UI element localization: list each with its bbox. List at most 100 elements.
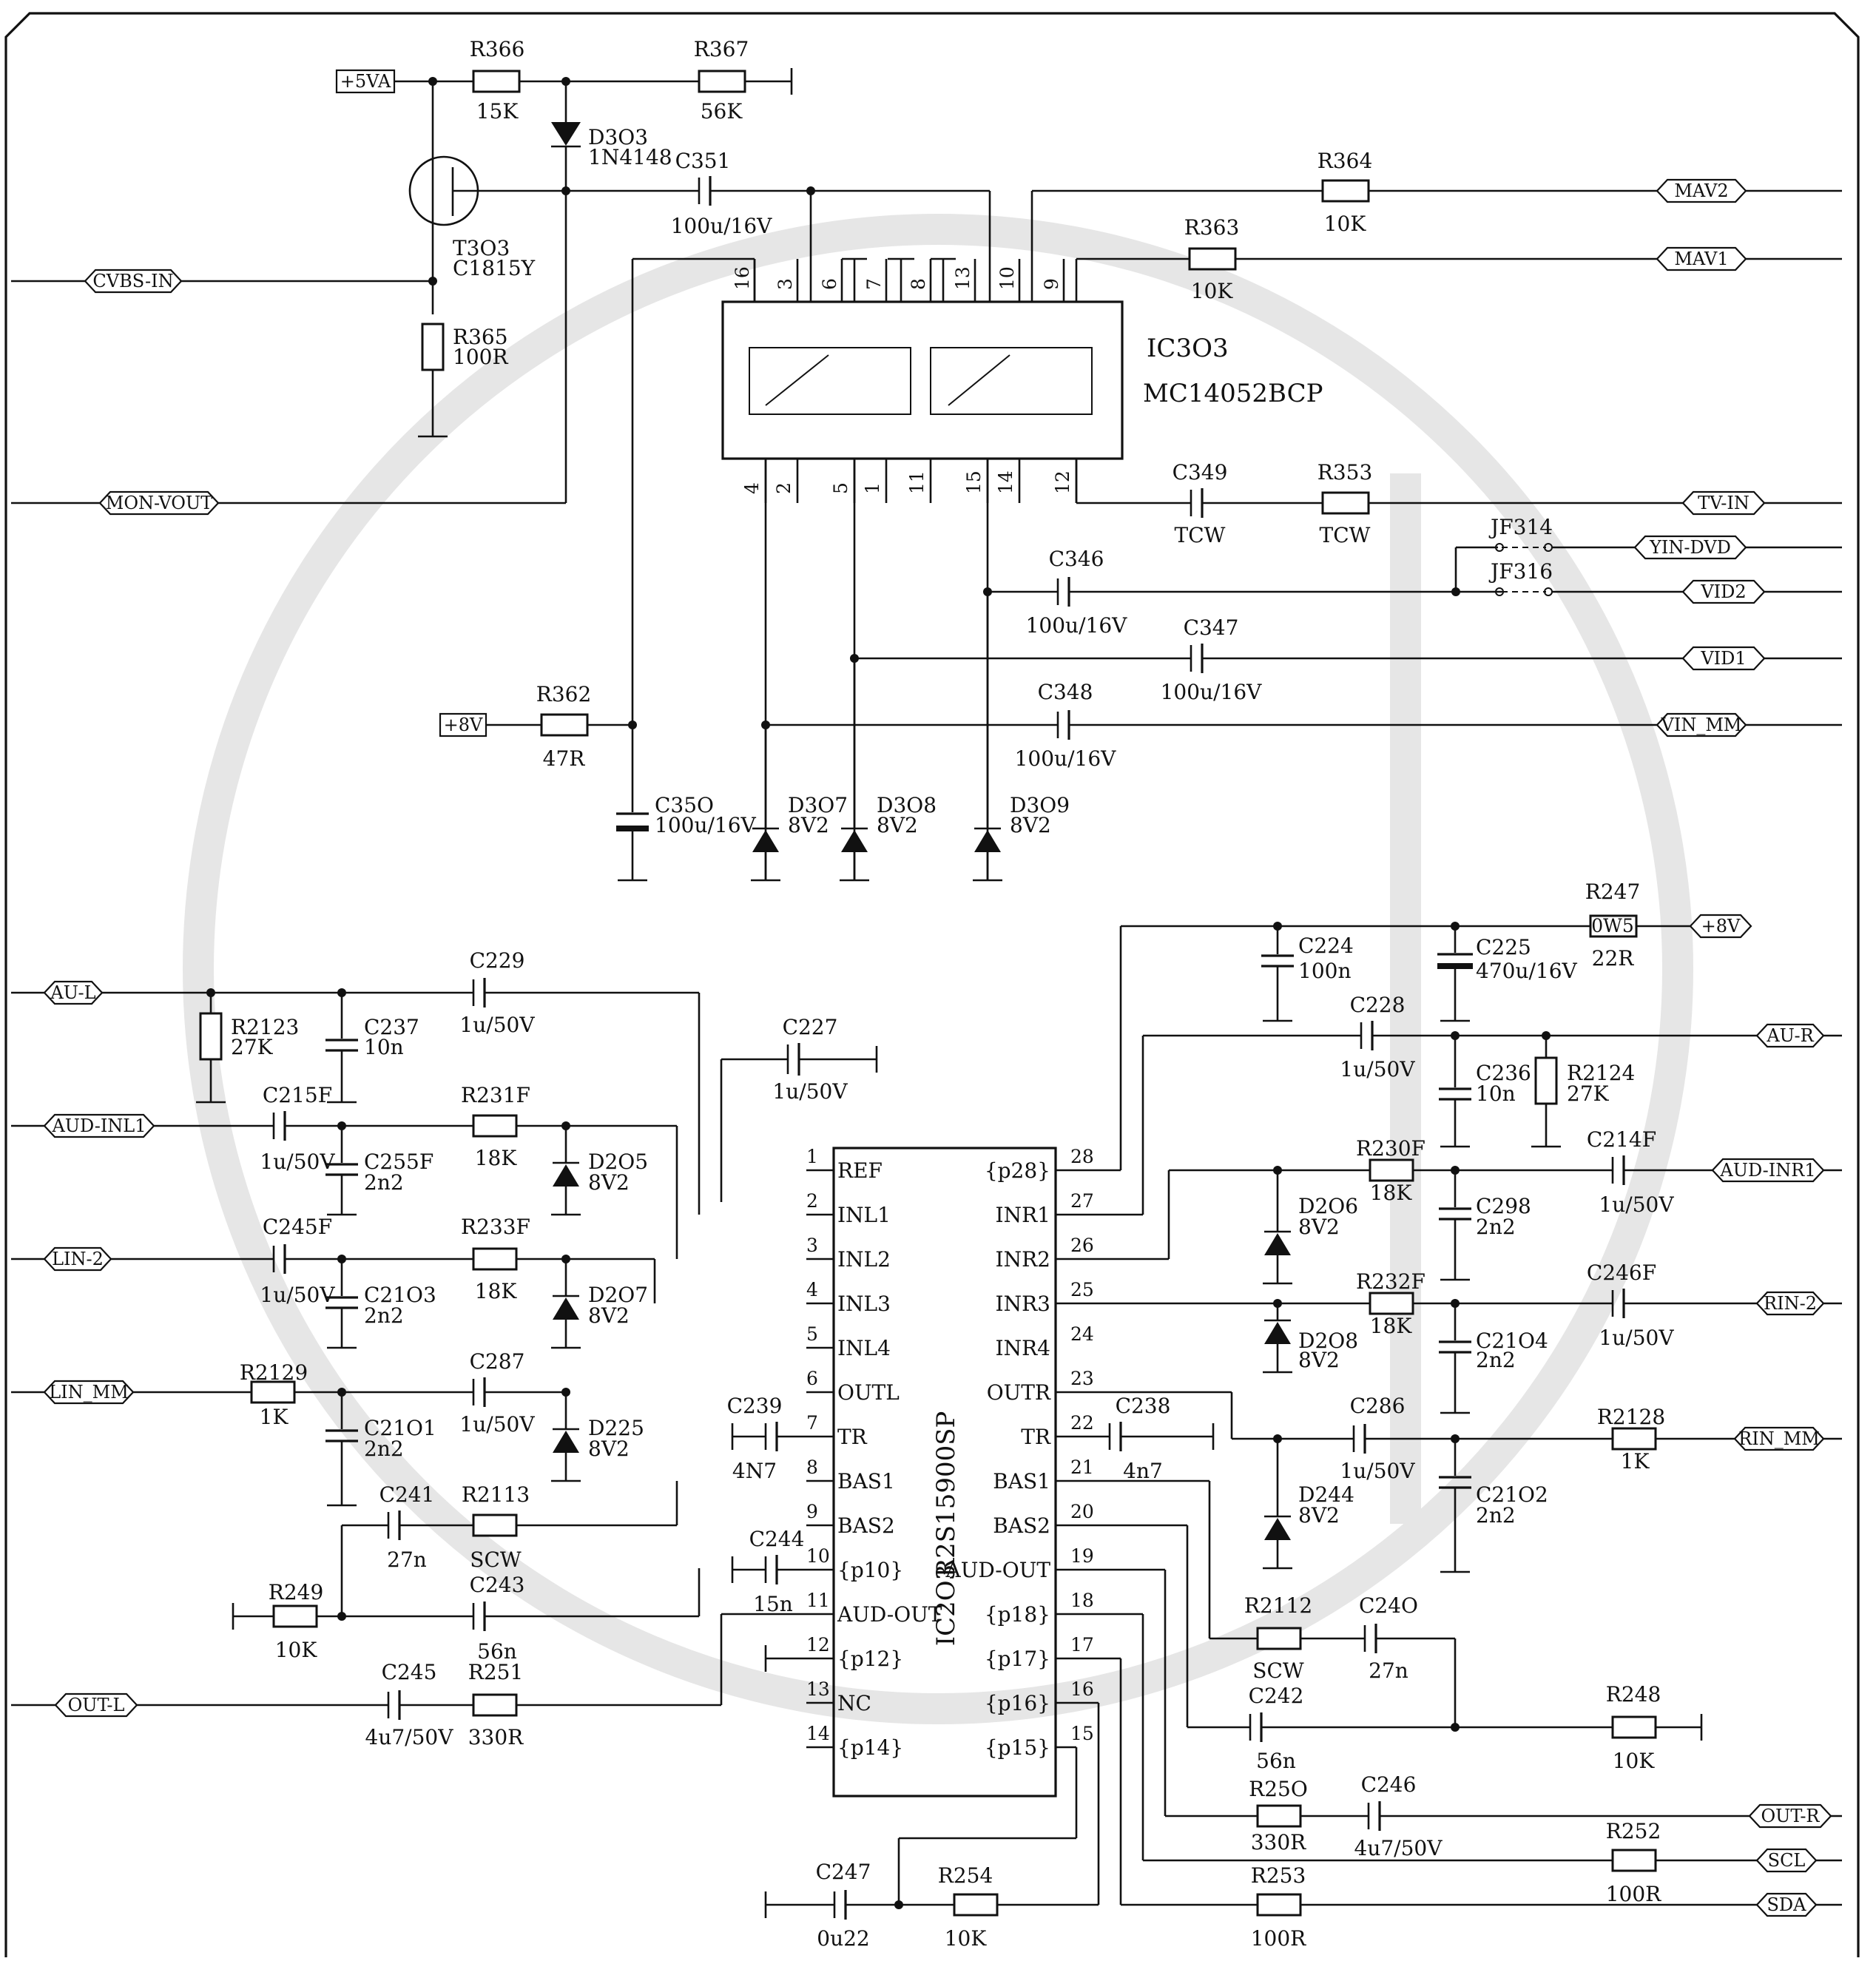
port-p5va-label: +5VA [340,71,391,92]
r230f-value: 18K [1370,1181,1413,1205]
ic303-reference: IC3O3 [1147,334,1229,363]
ic303-bottom-pin-number: 11 [906,470,928,494]
c2101-value: 2n2 [364,1437,404,1461]
c239-reference: C239 [727,1394,783,1418]
r2128-reference: R2128 [1597,1405,1665,1429]
ic203-left-pin-number: 7 [806,1412,818,1434]
r367-reference: R367 [694,37,749,61]
port-sda-label: SDA [1767,1894,1806,1915]
r363-value: 10K [1191,279,1234,303]
ic203-right-pin-name: OUTR [987,1380,1051,1405]
r364-value: 10K [1324,212,1367,236]
r2129-value: 1K [260,1405,289,1429]
port-flags: +5VACVBS-INMON-VOUT+8VMAV2MAV1TV-INYIN-D… [43,69,1832,1917]
ic303-part-number: MC14052BCP [1143,379,1323,408]
audio-inputs-left [11,978,721,1720]
c225-reference: C225 [1476,935,1531,959]
c237-value: 10n [364,1035,404,1059]
c287-reference: C287 [470,1349,525,1374]
ic203-left-pin-number: 14 [806,1723,830,1744]
r231f-body [472,1114,518,1138]
ic203-right-pin-number: 17 [1070,1634,1094,1655]
r231f-reference: R231F [461,1083,530,1107]
port-p8v-a-flag [439,712,487,738]
r254-body [953,1893,999,1917]
ic203-right-pin-number: 19 [1070,1545,1094,1567]
d244-value: 8V2 [1298,1503,1340,1528]
ic203-right-pin-name: AUD-OUT [945,1558,1051,1582]
r362-reference: R362 [536,682,592,706]
d307-reference: D3O7 [788,793,848,817]
watermark [183,214,1693,1724]
ic303-top-pin-number: 7 [863,278,885,290]
r2124-body [1534,1056,1558,1105]
r353-reference: R353 [1317,460,1373,485]
sheet-border [4,12,1860,1957]
r251-body [472,1693,518,1717]
ic303-bottom-pin-number: 5 [830,482,851,494]
ic203-left-pin-name: {p14} [837,1735,903,1760]
c229-reference: C229 [470,948,525,973]
r2129-body [250,1380,296,1404]
d208-reference: D2O8 [1298,1329,1358,1353]
c244-reference: C244 [749,1527,805,1551]
ic203-right-pin-name: INR2 [996,1247,1050,1272]
c346-value: 100u/16V [1026,613,1128,638]
d309-reference: D3O9 [1010,793,1070,817]
r365-value: 100R [453,345,508,369]
r253-body [1256,1893,1302,1917]
r251-value: 330R [468,1725,524,1749]
port-rin-2-label: RIN-2 [1764,1293,1817,1314]
port-scl-flag [1755,1848,1818,1873]
c255f-reference: C255F [364,1150,433,1174]
r231f-value: 18K [475,1146,518,1170]
port-rin-mm-label: RIN_MM [1738,1428,1820,1449]
ic203-right-pin-name: {p17} [985,1647,1050,1671]
c229-value: 1u/50V [459,1013,535,1037]
ic203-right-pin-name: INR4 [996,1336,1050,1360]
port-p8v-b-label: +8V [1701,916,1741,936]
ic203-right-pin-name: {p18} [985,1602,1050,1627]
ic203-reference: IC2O3 [931,1565,961,1647]
ic303-body [721,300,1124,460]
r367-value: 56K [701,99,743,124]
r362-body [540,713,589,737]
r2123-reference: R2123 [231,1015,299,1039]
c351-reference: C351 [675,149,731,173]
port-au-l-label: AU-L [50,982,95,1003]
d225-value: 8V2 [588,1437,630,1461]
c241-reference: C241 [379,1482,435,1507]
ic203-left-pin-name: BAS2 [837,1513,895,1538]
c298-value: 2n2 [1476,1215,1516,1239]
port-vin-mm-flag [1656,712,1747,738]
c225-value: 470u/16V [1476,959,1578,983]
r233f-reference: R233F [461,1215,530,1239]
d225-reference: D225 [588,1416,644,1440]
ic303-bottom-pin-number: 14 [995,470,1016,494]
ic203-left-pin-number: 12 [806,1634,830,1655]
d303-reference: D3O3 [588,125,648,149]
port-aud-inl1-label: AUD-INL1 [51,1115,146,1136]
ic203-left-pin-number: 2 [806,1190,818,1212]
ic203-left-pin-name: {p12} [837,1647,903,1671]
c348-value: 100u/16V [1015,746,1117,771]
d303-value: 1N4148 [588,145,672,169]
ic303-top-pin-number: 8 [908,278,929,290]
c227-reference: C227 [783,1015,838,1039]
ic203-left-pin-name: INL3 [837,1292,891,1316]
port-aud-inr1-label: AUD-INR1 [1719,1160,1815,1181]
c246f-reference: C246F [1587,1260,1656,1285]
c245f-reference: C245F [263,1215,332,1239]
ic203-left-pin-name: INL4 [837,1336,891,1360]
jf314-reference: JF314 [1488,515,1553,539]
r363-reference: R363 [1184,215,1240,240]
c245-value: 4u7/50V [365,1725,454,1749]
r364-reference: R364 [1317,149,1373,173]
r2112-reference: R2112 [1244,1593,1312,1618]
port-mav1-flag [1656,246,1747,271]
port-tv-in-flag [1681,490,1766,516]
d309-value: 8V2 [1010,813,1051,837]
ic203-right-pin-name: {p15} [985,1735,1050,1760]
r251-reference: R251 [468,1660,524,1684]
